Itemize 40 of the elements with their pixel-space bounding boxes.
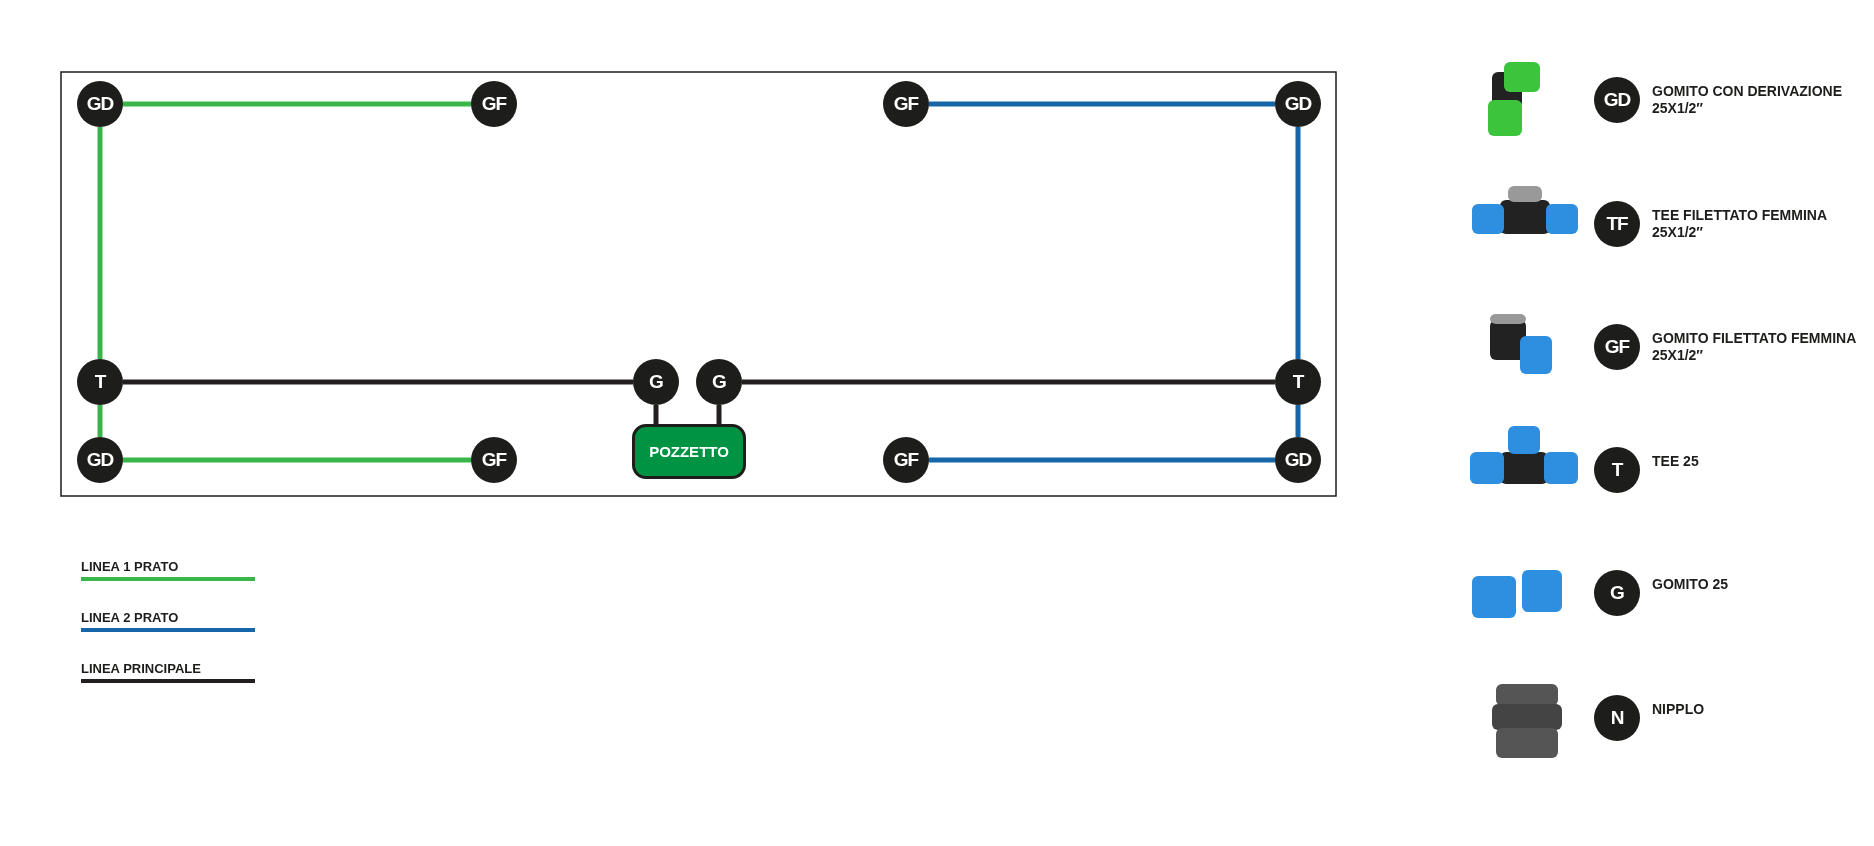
pipe-line <box>929 457 1275 463</box>
fitting-marker: GF <box>1594 324 1640 370</box>
fitting-marker: TF <box>1594 201 1640 247</box>
fitting-marker: T <box>1275 359 1321 405</box>
pipe-line <box>653 405 659 424</box>
pipe-line <box>742 379 1275 385</box>
pipe-line <box>1295 127 1301 359</box>
fitting-marker: T <box>77 359 123 405</box>
pipe-line <box>1295 405 1301 437</box>
fitting-marker: G <box>1594 570 1640 616</box>
fitting-marker: G <box>633 359 679 405</box>
fitting-description: TEE FILETTATO FEMMINA 25X1/2″ <box>1652 207 1828 241</box>
pipe-line <box>123 101 471 107</box>
fitting-description: GOMITO CON DERIVAZIONE 25X1/2″ <box>1652 83 1844 117</box>
fitting-marker: G <box>696 359 742 405</box>
fitting-description: GOMITO FILETTATO FEMMINA 25X1/2″ <box>1652 330 1857 364</box>
fitting-marker: N <box>1594 695 1640 741</box>
fitting-description: NIPPLO <box>1652 701 1706 718</box>
pipe-line <box>97 405 103 437</box>
legend-text: LINEA 2 PRATO <box>81 610 179 625</box>
legend-text: LINEA 1 PRATO <box>81 559 179 574</box>
fitting-marker: GD <box>77 437 123 483</box>
pipe-line <box>123 457 471 463</box>
manhole-box: POZZETTO <box>632 424 746 479</box>
fitting-marker: GD <box>1275 81 1321 127</box>
pipe-line <box>716 405 722 424</box>
fitting-description: GOMITO 25 <box>1652 576 1729 593</box>
fitting-marker: GF <box>883 81 929 127</box>
fitting-marker: T <box>1594 447 1640 493</box>
fitting-marker: GF <box>883 437 929 483</box>
fitting-marker: GF <box>471 81 517 127</box>
fitting-marker: GF <box>471 437 517 483</box>
pipe-line <box>929 101 1275 107</box>
fitting-marker: GD <box>1275 437 1321 483</box>
pipe-line <box>97 127 103 359</box>
pipe-line <box>123 379 633 385</box>
fitting-description: TEE 25 <box>1652 453 1700 470</box>
fitting-marker: GD <box>77 81 123 127</box>
fitting-marker: GD <box>1594 77 1640 123</box>
legend-text: LINEA PRINCIPALE <box>81 661 201 676</box>
